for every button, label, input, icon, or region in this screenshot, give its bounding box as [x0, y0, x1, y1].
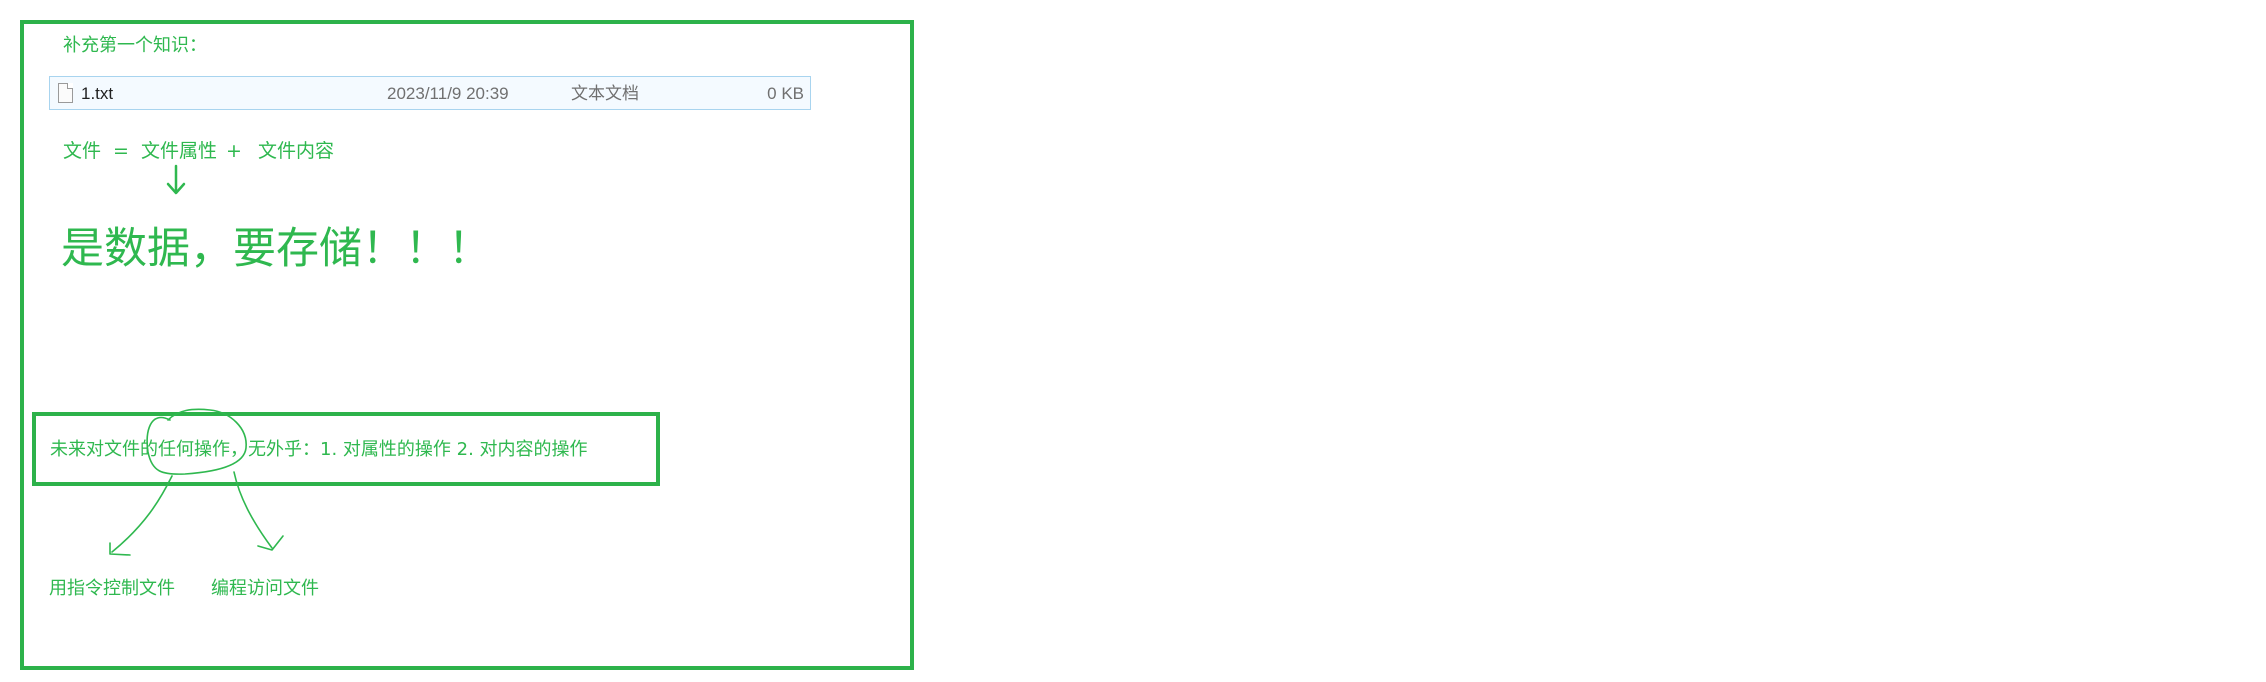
file-size: 0 KB	[767, 84, 804, 103]
file-name: 1.txt	[81, 84, 114, 103]
equation-attributes: 文件属性	[141, 140, 218, 162]
file-list-row[interactable]: 1.txt 2023/11/9 20:39 文本文档 0 KB	[49, 76, 811, 110]
equation-plus: +	[226, 140, 242, 162]
file-type: 文本文档	[571, 84, 639, 103]
summary-text: 未来对文件的任何操作，无外乎：1. 对属性的操作 2. 对内容的操作	[50, 439, 588, 460]
note-title: 补充第一个知识：	[63, 35, 207, 56]
file-modified-date: 2023/11/9 20:39	[387, 84, 509, 103]
equation-content: 文件内容	[258, 140, 335, 162]
equation-file: 文件	[63, 140, 102, 162]
branch-program-access: 编程访问文件	[211, 578, 319, 599]
text-file-icon	[58, 83, 73, 103]
summary-box	[32, 412, 660, 486]
outer-frame	[20, 20, 914, 670]
big-statement: 是数据，要存储！！！	[61, 224, 491, 274]
equation-equals: =	[113, 140, 129, 162]
branch-command-control: 用指令控制文件	[49, 578, 175, 599]
